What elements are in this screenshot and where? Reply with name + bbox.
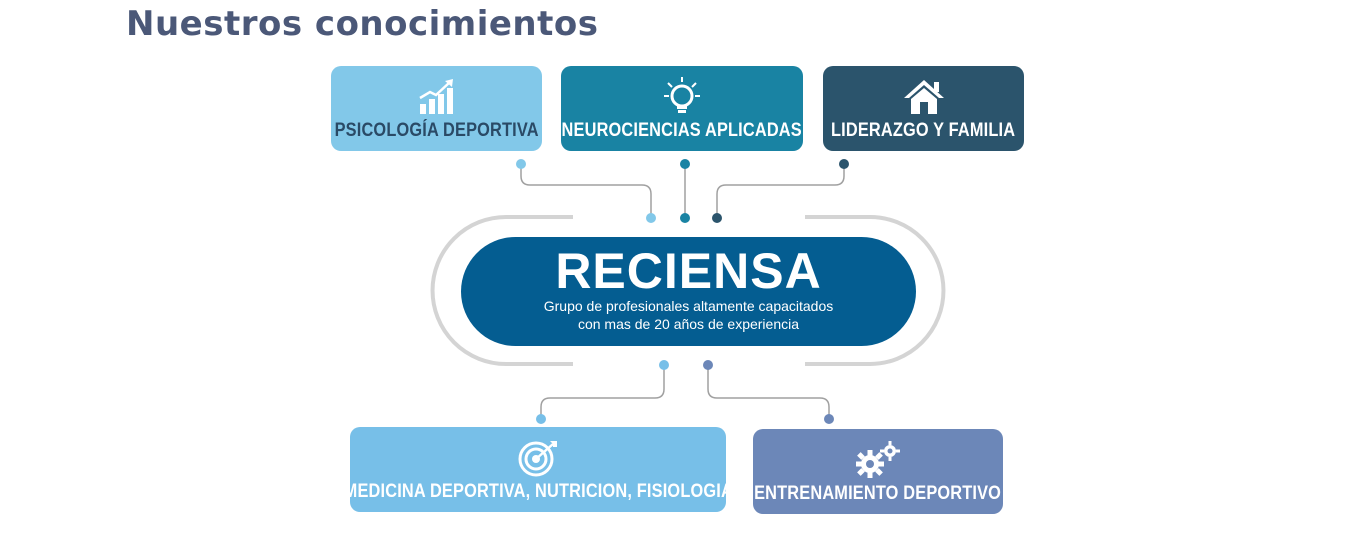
dot-entre-bottom bbox=[824, 414, 834, 424]
ring-right bbox=[805, 215, 946, 366]
connector-medic bbox=[540, 365, 665, 418]
dot-psico-top bbox=[516, 159, 526, 169]
growth-chart-icon bbox=[418, 78, 456, 116]
dot-neuro-top bbox=[680, 159, 690, 169]
dot-medic-top bbox=[659, 360, 669, 370]
target-icon bbox=[517, 439, 559, 477]
card-label: Liderazgo y familia bbox=[831, 120, 1016, 141]
center-desc-line1: Grupo de profesionales altamente capacit… bbox=[543, 297, 834, 314]
dot-lider-top bbox=[839, 159, 849, 169]
ring-left bbox=[430, 215, 573, 366]
page-title: Nuestros conocimientos bbox=[126, 4, 599, 44]
connector-lider bbox=[716, 164, 845, 217]
gears-icon bbox=[854, 441, 902, 479]
card-medicina-deportiva: Medicina deportiva, nutricion, fisiologi… bbox=[343, 427, 732, 512]
center-desc-line2: con mas de 20 años de experiencia bbox=[577, 315, 800, 332]
dot-neuro-bottom bbox=[680, 213, 690, 223]
card-label: Neurociencias aplicadas bbox=[561, 120, 803, 141]
card-entrenamiento-deportivo: Entrenamiento deportivo bbox=[753, 429, 1003, 514]
dot-medic-bottom bbox=[536, 414, 546, 424]
center-name: RECIENSA bbox=[555, 242, 822, 299]
card-psicologia-deportiva: Psicología deportiva bbox=[331, 66, 542, 151]
dot-entre-top bbox=[703, 360, 713, 370]
card-liderazgo-y-familia: Liderazgo y familia bbox=[823, 66, 1024, 151]
card-neurociencias-aplicadas: Neurociencias aplicadas bbox=[561, 66, 803, 151]
dot-lider-bottom bbox=[712, 213, 722, 223]
card-label: Psicología deportiva bbox=[334, 120, 539, 141]
connector-psico bbox=[520, 164, 652, 217]
card-label: Medicina deportiva, nutricion, fisiologi… bbox=[343, 481, 733, 502]
connector-entre bbox=[707, 365, 830, 418]
dot-psico-bottom bbox=[646, 213, 656, 223]
house-icon bbox=[903, 78, 945, 116]
center-node: RECIENSA Grupo de profesionales altament… bbox=[461, 237, 916, 346]
card-label: Entrenamiento deportivo bbox=[754, 483, 1002, 504]
lightbulb-icon bbox=[662, 76, 702, 116]
